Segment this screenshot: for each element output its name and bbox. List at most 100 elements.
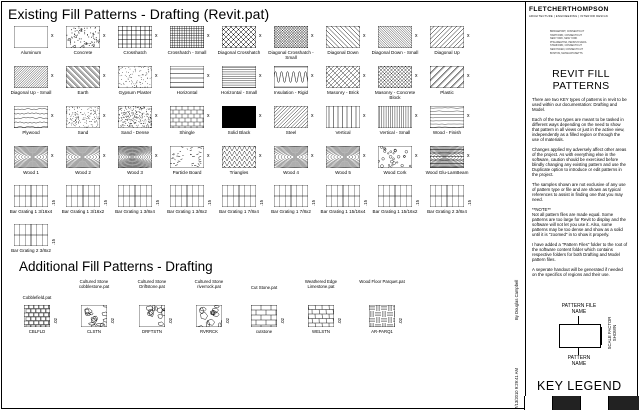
pattern-label: Bar Grating 1 15/16x2 — [372, 209, 418, 214]
pattern-label: Bar Grating 1 15/16x4 — [320, 209, 366, 214]
key-leader-bottom — [578, 347, 579, 355]
scale-mark: x — [51, 73, 54, 79]
pattern-sample — [118, 106, 152, 128]
pattern-label: Aluminum — [20, 50, 42, 55]
pattern-label: Plywood — [22, 130, 40, 135]
pattern-swatch — [139, 305, 165, 327]
pattern-swatch — [66, 26, 100, 48]
pattern-sample — [170, 106, 204, 128]
pattern-file-label: Weathered Edge Limestone.pat — [304, 279, 338, 289]
note-paragraph: The samples shown are not exclusive of a… — [532, 181, 626, 203]
pattern-swatch — [170, 146, 204, 168]
scale-mark: .15 — [207, 200, 212, 206]
pattern-label: Vertical - Small — [379, 130, 411, 135]
pattern-label: Wood 5 — [335, 170, 351, 175]
pattern-label: Diagonal Crosshatch — [217, 50, 261, 55]
pattern-swatch — [222, 26, 256, 48]
office-location: NEW YORK, NEW YORK — [550, 37, 578, 41]
note-paragraph: Changes applied my adversely affect othe… — [532, 146, 627, 178]
pattern-label: Diagonal Crosshatch - Small — [268, 50, 314, 60]
scale-mark: x — [207, 73, 210, 79]
revit-fill-notes: There are two KEY types of patterns in r… — [532, 97, 628, 281]
pattern-label: Crosshatch — [123, 50, 147, 55]
pattern-sample — [139, 305, 165, 327]
pattern-file-label: Cultured Stone cobblestone.pat — [78, 279, 110, 289]
pattern-sample — [369, 305, 395, 327]
timestamp: 7/13/2010 9:29:41 AM — [514, 368, 519, 409]
pattern-swatch — [66, 185, 100, 207]
pattern-label: Gypsum Plaster — [118, 90, 152, 95]
pattern-name-label: CBLFLD — [28, 329, 46, 334]
scale-mark: .02 — [110, 318, 115, 324]
pattern-swatch — [430, 66, 464, 88]
note-paragraph: There are two KEY types of patterns in r… — [532, 97, 627, 113]
scale-mark: x — [467, 113, 470, 119]
pattern-label: Diagonal Down — [327, 50, 359, 55]
pattern-sample — [378, 106, 412, 128]
pattern-label: Bar Grating 1 3/16x4 — [9, 209, 53, 214]
pattern-sample — [66, 146, 100, 168]
pattern-swatch — [378, 26, 412, 48]
pattern-swatch — [118, 26, 152, 48]
scale-mark: .02 — [168, 318, 173, 324]
scale-mark: x — [415, 73, 418, 79]
scale-mark: .15 — [415, 200, 420, 206]
key-legend-diagram: PATTERN FILE NAME PATTERN NAME SCALE FAC… — [531, 302, 635, 388]
pattern-swatch — [326, 185, 360, 207]
pattern-sample — [326, 185, 360, 207]
pattern-sample — [222, 26, 256, 48]
pattern-label: Crosshatch - Small — [167, 50, 207, 55]
pattern-sample — [66, 66, 100, 88]
pattern-sample — [24, 305, 50, 327]
pattern-swatch — [274, 185, 308, 207]
scale-mark: x — [103, 153, 106, 159]
scale-mark: .02 — [337, 318, 342, 324]
pattern-swatch — [430, 146, 464, 168]
pattern-label: Vertical — [335, 130, 351, 135]
key-pattern-file-name: PATTERN FILE NAME — [561, 303, 597, 315]
pattern-sample — [66, 26, 100, 48]
pattern-swatch — [326, 66, 360, 88]
pattern-swatch — [326, 146, 360, 168]
note-paragraph: Each of the two types are meant to be ta… — [532, 116, 625, 143]
pattern-file-label: Wood Floor Parquet.pat — [359, 279, 405, 284]
pattern-swatch — [14, 224, 48, 246]
pattern-sample — [118, 26, 152, 48]
pattern-swatch — [378, 66, 412, 88]
pattern-swatch — [308, 305, 334, 327]
firm-logo: FLETCHERTHOMPSON ARCHITECTURE | ENGINEER… — [529, 6, 635, 18]
scale-mark: x — [467, 33, 470, 39]
scale-mark: x — [311, 73, 314, 79]
note-paragraph: Not all pattern files are made equal. So… — [532, 211, 626, 238]
scale-mark: .15 — [363, 200, 368, 206]
key-sample-box — [559, 324, 601, 348]
pattern-name-label: WELSTN — [312, 329, 330, 334]
pattern-swatch — [274, 26, 308, 48]
pattern-label: Triangles — [229, 170, 249, 175]
pattern-sample — [118, 66, 152, 88]
pattern-label: Diagonal Down - Small — [371, 50, 419, 55]
office-location: BRIDGEPORT, CONNECTICUT — [550, 30, 585, 33]
key-leader-top — [578, 316, 579, 324]
pattern-sample — [14, 146, 48, 168]
pattern-swatch — [430, 26, 464, 48]
pattern-label: Wood 4 — [283, 170, 299, 175]
pattern-sample — [118, 146, 152, 168]
pattern-swatch — [430, 185, 464, 207]
pattern-swatch — [14, 146, 48, 168]
pattern-swatch — [14, 106, 48, 128]
scale-mark: x — [363, 153, 366, 159]
scale-mark: .15 — [51, 239, 56, 245]
pattern-sample — [118, 185, 152, 207]
pattern-swatch — [66, 106, 100, 128]
title-block-panel — [525, 2, 639, 409]
pattern-swatch — [118, 146, 152, 168]
pattern-sample — [430, 185, 464, 207]
pattern-label: Masonry - Concrete Block — [374, 90, 416, 100]
pattern-label: Horizontal — [176, 90, 198, 95]
scale-mark: x — [415, 153, 418, 159]
pattern-file-label: Cultured Stone Driftstone.pat — [137, 279, 167, 289]
pattern-label: Diagonal Up — [434, 50, 460, 55]
office-location: STAMFORD, CONNECTICUT — [550, 44, 582, 48]
scale-mark: x — [207, 113, 210, 119]
